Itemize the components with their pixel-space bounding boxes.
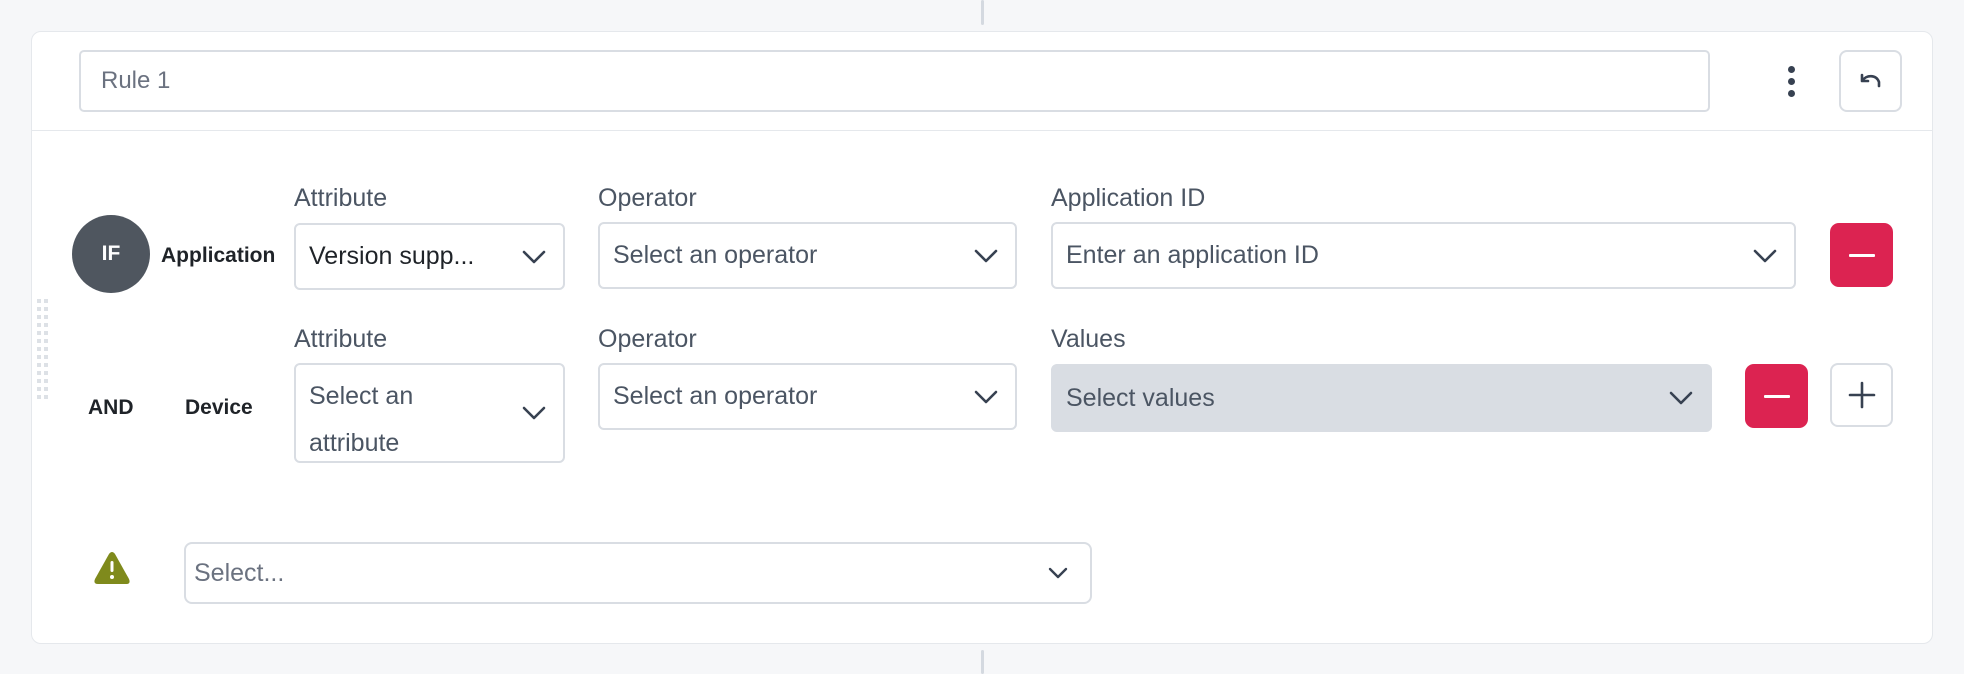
undo-arrow-icon: [1860, 73, 1880, 88]
values-label: Values: [1051, 325, 1126, 353]
operator-select[interactable]: Select an operator: [598, 222, 1017, 289]
drag-handle[interactable]: [37, 299, 49, 399]
chevron-down-icon: [1669, 391, 1693, 405]
application-id-placeholder: Enter an application ID: [1066, 241, 1319, 269]
undo-button[interactable]: [1839, 50, 1902, 112]
operator-select-placeholder: Select an operator: [613, 382, 818, 410]
application-id-label: Application ID: [1051, 184, 1206, 212]
if-badge: IF: [72, 215, 150, 293]
minus-icon: [1848, 253, 1875, 257]
rule-card: IF Application Attribute Version supp...…: [31, 31, 1933, 644]
outcome-select-placeholder: Select...: [194, 558, 285, 587]
chevron-down-icon: [974, 390, 998, 403]
flow-connector-top: [981, 0, 984, 25]
remove-condition-button[interactable]: [1745, 364, 1808, 428]
values-select[interactable]: Select values: [1051, 364, 1712, 432]
attribute-label: Attribute: [294, 184, 388, 212]
minus-icon: [1763, 394, 1790, 398]
attribute-select-value: Version supp...: [309, 242, 475, 270]
operator-select[interactable]: Select an operator: [598, 363, 1017, 430]
chevron-down-icon: [522, 406, 546, 420]
chevron-down-icon: [974, 249, 998, 262]
more-options-button[interactable]: [1776, 61, 1806, 101]
rule-name-input[interactable]: [79, 50, 1710, 112]
chevron-down-icon: [1753, 249, 1777, 262]
chevron-down-icon: [1048, 567, 1068, 579]
entity-label-application: Application: [161, 244, 276, 267]
operator-label: Operator: [598, 184, 697, 212]
kebab-vertical-icon: [1787, 65, 1795, 73]
operator-select-placeholder: Select an operator: [613, 241, 818, 269]
plus-icon: [1848, 381, 1875, 409]
warning-triangle-icon: [94, 552, 130, 584]
operator-label: Operator: [598, 325, 697, 353]
application-id-input[interactable]: Enter an application ID: [1051, 222, 1796, 289]
attribute-select[interactable]: Version supp...: [294, 223, 565, 290]
attribute-select[interactable]: Select an attribute: [294, 363, 565, 463]
flow-connector-bottom: [981, 650, 984, 674]
outcome-select[interactable]: Select...: [184, 542, 1092, 604]
and-connector-label: AND: [88, 396, 134, 419]
entity-label-device: Device: [185, 396, 253, 419]
add-condition-button[interactable]: [1830, 363, 1893, 427]
attribute-select-placeholder: Select an attribute: [309, 382, 414, 457]
rule-card-header: [32, 32, 1932, 131]
chevron-down-icon: [522, 250, 546, 263]
attribute-label: Attribute: [294, 325, 388, 353]
values-select-placeholder: Select values: [1066, 383, 1215, 412]
remove-condition-button[interactable]: [1830, 223, 1893, 287]
